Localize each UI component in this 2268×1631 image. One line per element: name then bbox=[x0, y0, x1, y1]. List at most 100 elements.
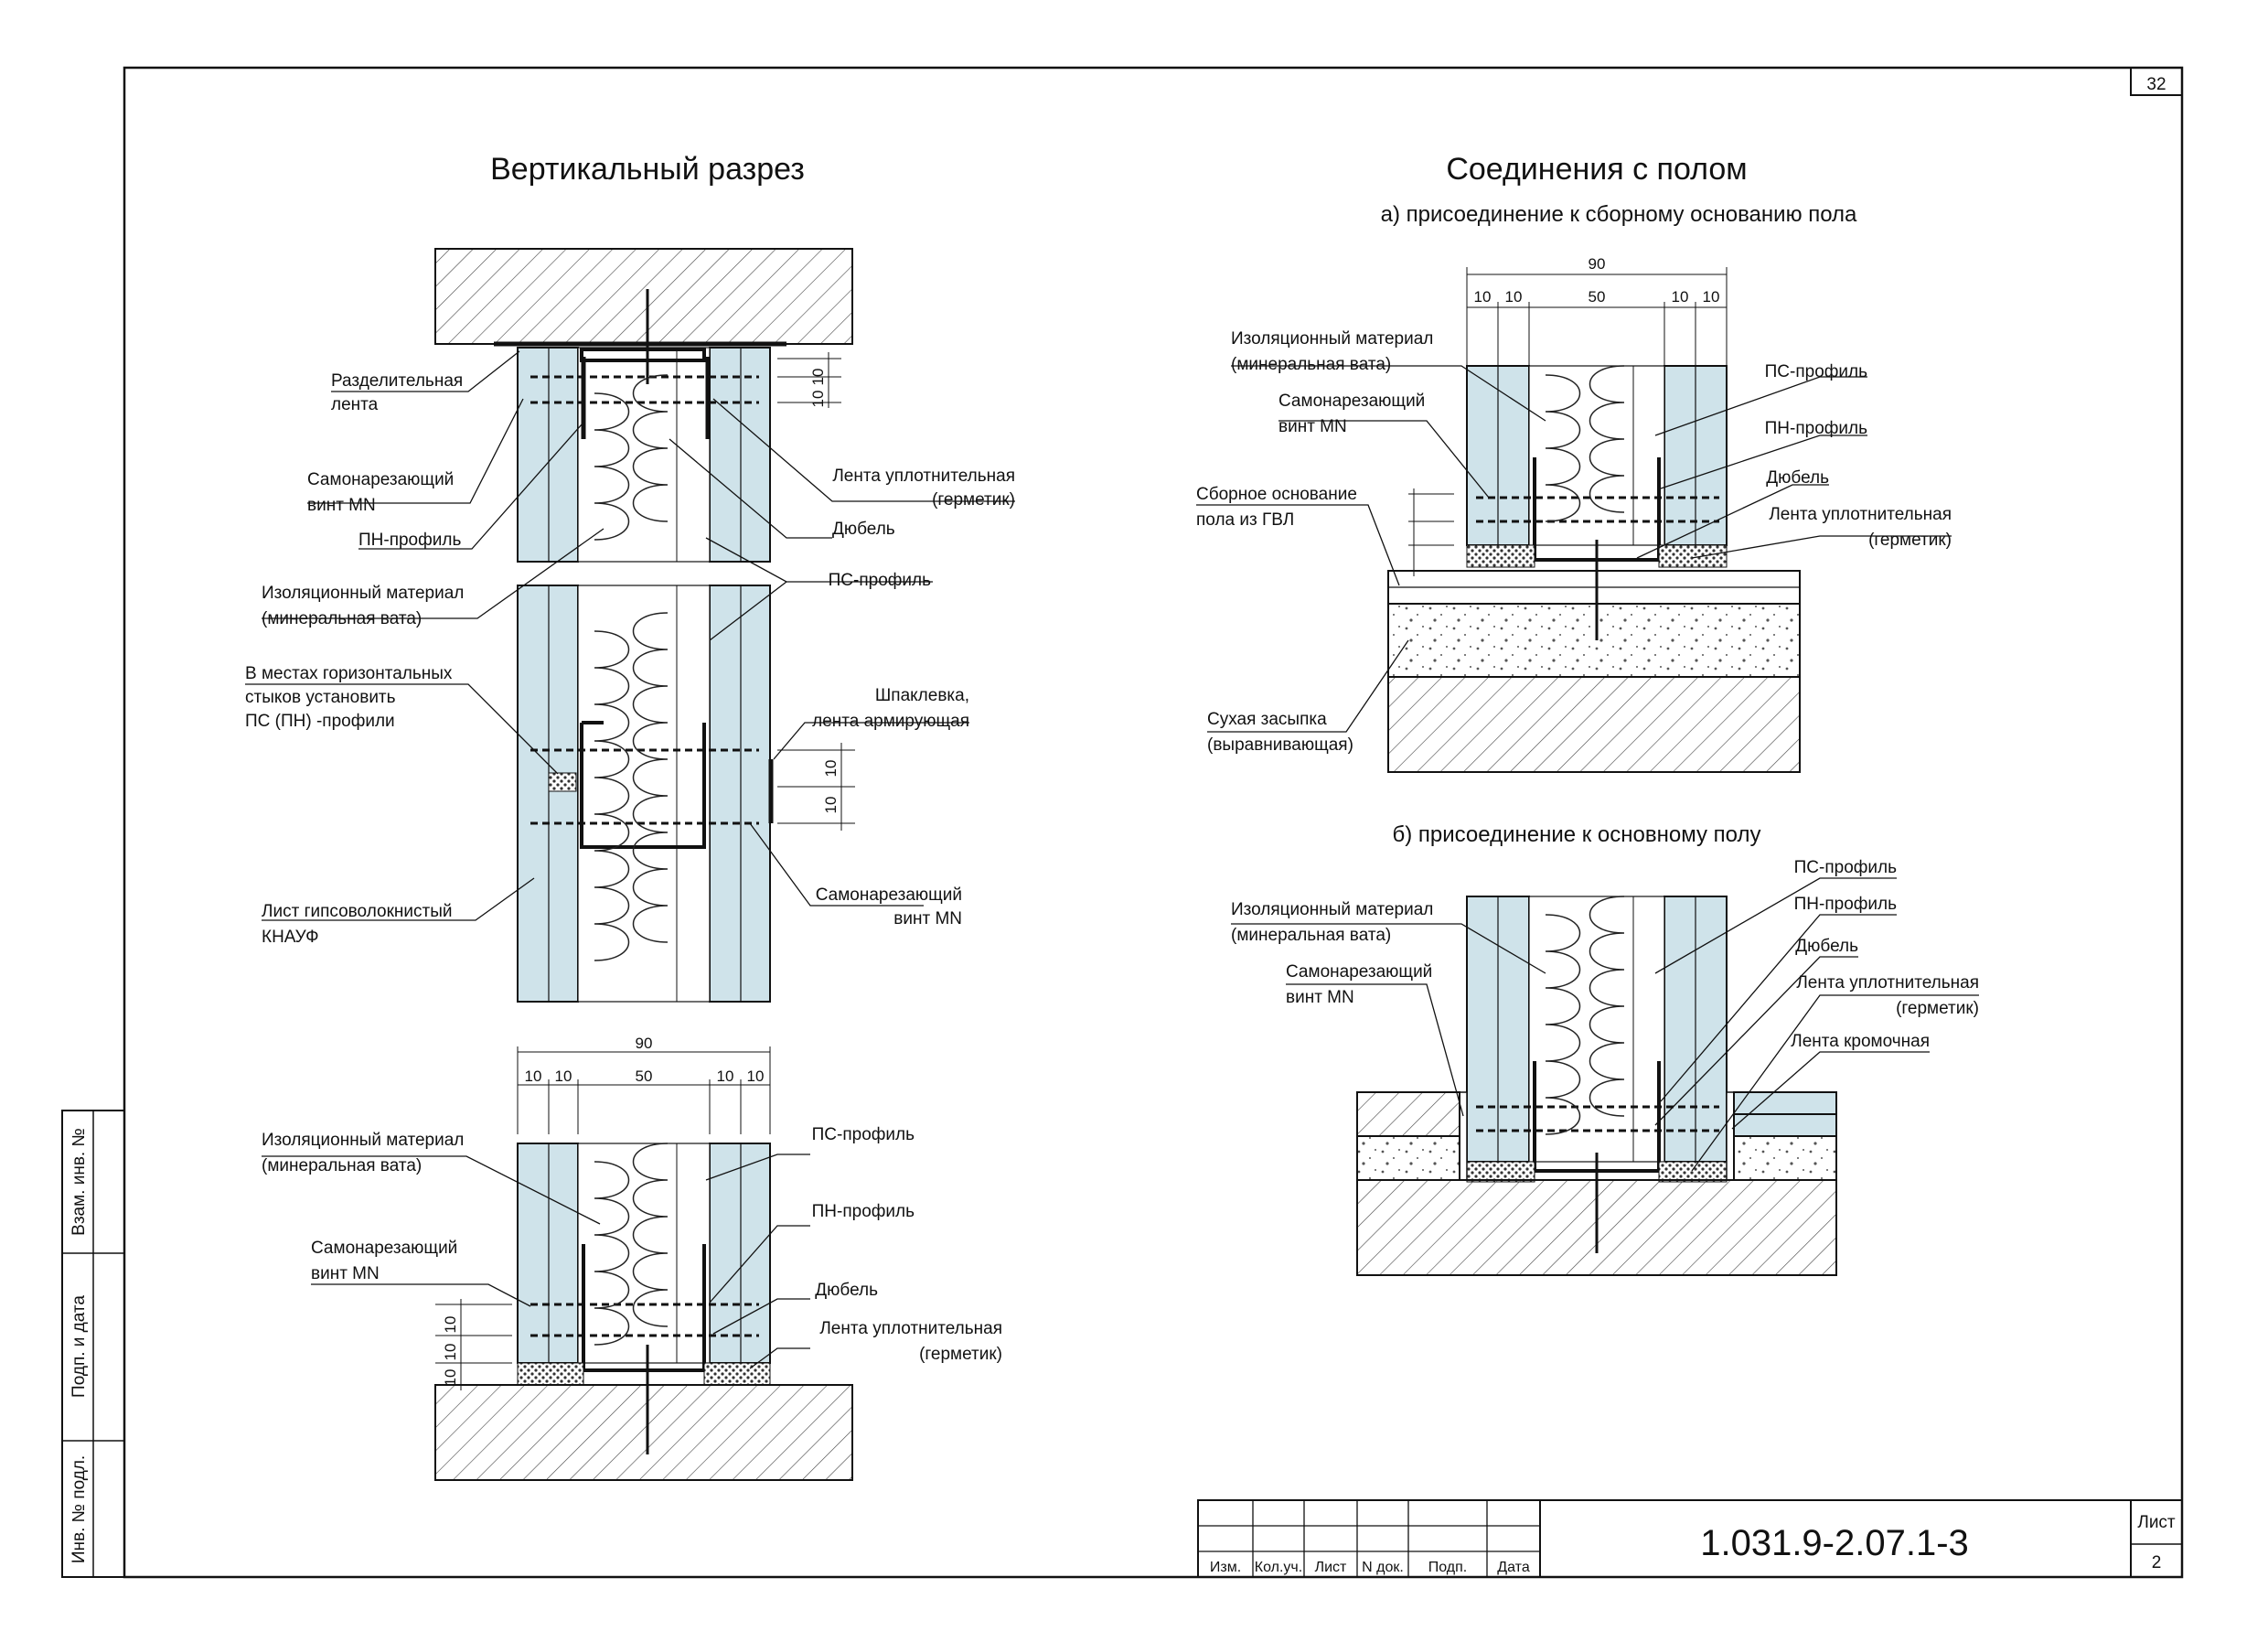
label-b-insulation-1: Изоляционный материал bbox=[1231, 900, 1433, 919]
label-bottom-insulation-1: Изоляционный материал bbox=[262, 1131, 464, 1150]
label-bottom-screw-1: Самонарезающий bbox=[311, 1239, 457, 1258]
subtitle-a: а) присоединение к сборному основанию по… bbox=[1381, 202, 1857, 227]
stamp-replace-inv: Взам. инв. № bbox=[70, 1128, 89, 1236]
label-b-pn-profile: ПН-профиль bbox=[1794, 895, 1897, 914]
dim-middle-10-10: 10 10 bbox=[777, 743, 855, 831]
dim-label: 10 bbox=[717, 1068, 734, 1085]
stamp-col-koluch: Кол.уч. bbox=[1255, 1560, 1302, 1575]
label-separation-tape-2: лента bbox=[331, 395, 379, 414]
dim-label: 10 bbox=[1703, 288, 1720, 306]
label-a-pn-profile: ПН-профиль bbox=[1765, 419, 1867, 438]
subtitle-b: б) присоединение к основному полу bbox=[1392, 822, 1760, 847]
label-b-screw-2: винт MN bbox=[1286, 988, 1354, 1007]
a-floor bbox=[1387, 488, 1801, 773]
label-bottom-insulation-2: (минеральная вата) bbox=[262, 1156, 422, 1175]
dim-label: 10 bbox=[809, 369, 827, 386]
label-screw-1: Самонарезающий bbox=[307, 470, 454, 489]
label-a-dry-fill-1: Сухая засыпка bbox=[1207, 710, 1327, 729]
wall-upper bbox=[517, 289, 771, 563]
label-putty-1: Шпаклевка, bbox=[875, 686, 969, 705]
label-insulation-2: (минеральная вата) bbox=[262, 609, 422, 628]
wall-bottom bbox=[517, 1143, 771, 1386]
dim-label: 10 bbox=[442, 1344, 459, 1361]
dim-label: 10 bbox=[809, 391, 827, 408]
label-seal-tape-1: Лента уплотнительная bbox=[832, 467, 1015, 486]
stamp-sign-date: Подп. и дата bbox=[70, 1295, 89, 1398]
label-a-base-1: Сборное основание bbox=[1196, 485, 1357, 504]
label-horizontal-3: ПС (ПН) -профили bbox=[245, 712, 395, 731]
label-b-ps-profile: ПС-профиль bbox=[1794, 858, 1897, 877]
label-a-insulation-1: Изоляционный материал bbox=[1231, 329, 1433, 349]
b-floor bbox=[1356, 1091, 1837, 1276]
label-screw-right-2: винт MN bbox=[893, 909, 962, 928]
label-a-ps-profile: ПС-профиль bbox=[1765, 362, 1867, 381]
label-insulation-1: Изоляционный материал bbox=[262, 584, 464, 603]
label-b-seal-2: (герметик) bbox=[1896, 999, 1979, 1018]
label-bottom-pn-profile: ПН-профиль bbox=[812, 1202, 915, 1221]
label-screw-2: винт MN bbox=[307, 496, 376, 515]
stamp-col-list: Лист bbox=[1315, 1560, 1347, 1575]
label-pn-profile: ПН-профиль bbox=[358, 531, 461, 550]
dim-label: 10 bbox=[1474, 288, 1492, 306]
ceiling-slab bbox=[434, 248, 853, 347]
wool-middle bbox=[594, 612, 669, 961]
a-wall bbox=[1466, 365, 1728, 568]
dim-label: 10 bbox=[1672, 288, 1689, 306]
stamp-inv-original: Инв. № подл. bbox=[70, 1455, 89, 1563]
label-bottom-dowel: Дюбель bbox=[815, 1281, 878, 1300]
label-a-dry-fill-2: (выравнивающая) bbox=[1207, 735, 1353, 755]
label-a-screw-1: Самонарезающий bbox=[1278, 392, 1425, 411]
dim-label: 10 bbox=[442, 1369, 459, 1387]
label-a-seal-1: Лента уплотнительная bbox=[1769, 505, 1952, 524]
label-bottom-screw-2: винт MN bbox=[311, 1264, 380, 1283]
floor-slab-bottom bbox=[434, 1345, 853, 1481]
label-bottom-ps-profile: ПС-профиль bbox=[812, 1125, 915, 1144]
wall-bottom-dims bbox=[517, 1046, 771, 1134]
b-wall bbox=[1459, 896, 1735, 1183]
dim-label: 50 bbox=[1589, 288, 1606, 306]
leader-lines-bottom bbox=[262, 1154, 810, 1369]
label-seal-tape-2: (герметик) bbox=[932, 490, 1015, 510]
stamp-col-ndok: N док. bbox=[1362, 1560, 1404, 1575]
label-gypsum-sheet-1: Лист гипсоволокнистый bbox=[262, 902, 452, 921]
label-b-insulation-2: (минеральная вата) bbox=[1231, 926, 1391, 945]
wall-middle bbox=[517, 585, 774, 1003]
title-floor-connections: Соединения с полом bbox=[1446, 152, 1747, 187]
sheet-frame: 32 bbox=[123, 66, 2184, 1579]
dim-total-bottom: 90 bbox=[636, 1035, 653, 1052]
a-dim-total: 90 bbox=[1589, 255, 1606, 273]
b-leader-lines bbox=[1231, 877, 1979, 1172]
label-ps-profile: ПС-профиль bbox=[829, 571, 931, 590]
label-horizontal-1: В местах горизонтальных bbox=[245, 664, 453, 683]
list-number: 2 bbox=[2152, 1553, 2162, 1572]
side-stamp: Инв. № подл. Подп. и дата Взам. инв. № bbox=[61, 1110, 125, 1578]
label-separation-tape-1: Разделительная bbox=[331, 371, 463, 391]
title-block: Изм. Кол.уч. Лист N док. Подп. Дата 1.03… bbox=[1197, 1499, 2183, 1578]
label-b-screw-1: Самонарезающий bbox=[1286, 962, 1432, 982]
label-b-dowel: Дюбель bbox=[1795, 937, 1858, 956]
dim-label: 10 bbox=[525, 1068, 542, 1085]
a-leader-lines bbox=[1196, 365, 1952, 733]
a-dims bbox=[1466, 267, 1728, 366]
leader-lines-left bbox=[245, 350, 1015, 921]
dim-label: 10 bbox=[555, 1068, 572, 1085]
label-a-base-2: пола из ГВЛ bbox=[1196, 510, 1294, 530]
dim-label: 10 bbox=[822, 797, 840, 814]
wool-upper bbox=[594, 374, 669, 541]
label-putty-2: лента армирующая bbox=[812, 712, 969, 731]
dim-label: 10 bbox=[442, 1316, 459, 1334]
dim-label: 10 bbox=[747, 1068, 765, 1085]
title-vertical-section: Вертикальный разрез bbox=[490, 152, 805, 187]
label-b-edge-tape: Лента кромочная bbox=[1791, 1032, 1930, 1051]
dim-label: 10 bbox=[1505, 288, 1523, 306]
label-bottom-seal-2: (герметик) bbox=[919, 1345, 1002, 1364]
list-label: Лист bbox=[2137, 1513, 2176, 1532]
label-bottom-seal-1: Лента уплотнительная bbox=[819, 1319, 1002, 1338]
label-dowel: Дюбель bbox=[832, 520, 895, 539]
page-number: 32 bbox=[2146, 75, 2166, 94]
dim-label: 10 bbox=[822, 760, 840, 778]
dim-upper-10-10: 10 10 bbox=[777, 352, 841, 408]
document-code: 1.031.9-2.07.1-3 bbox=[1700, 1523, 1969, 1563]
label-screw-right-1: Самонарезающий bbox=[816, 885, 962, 905]
